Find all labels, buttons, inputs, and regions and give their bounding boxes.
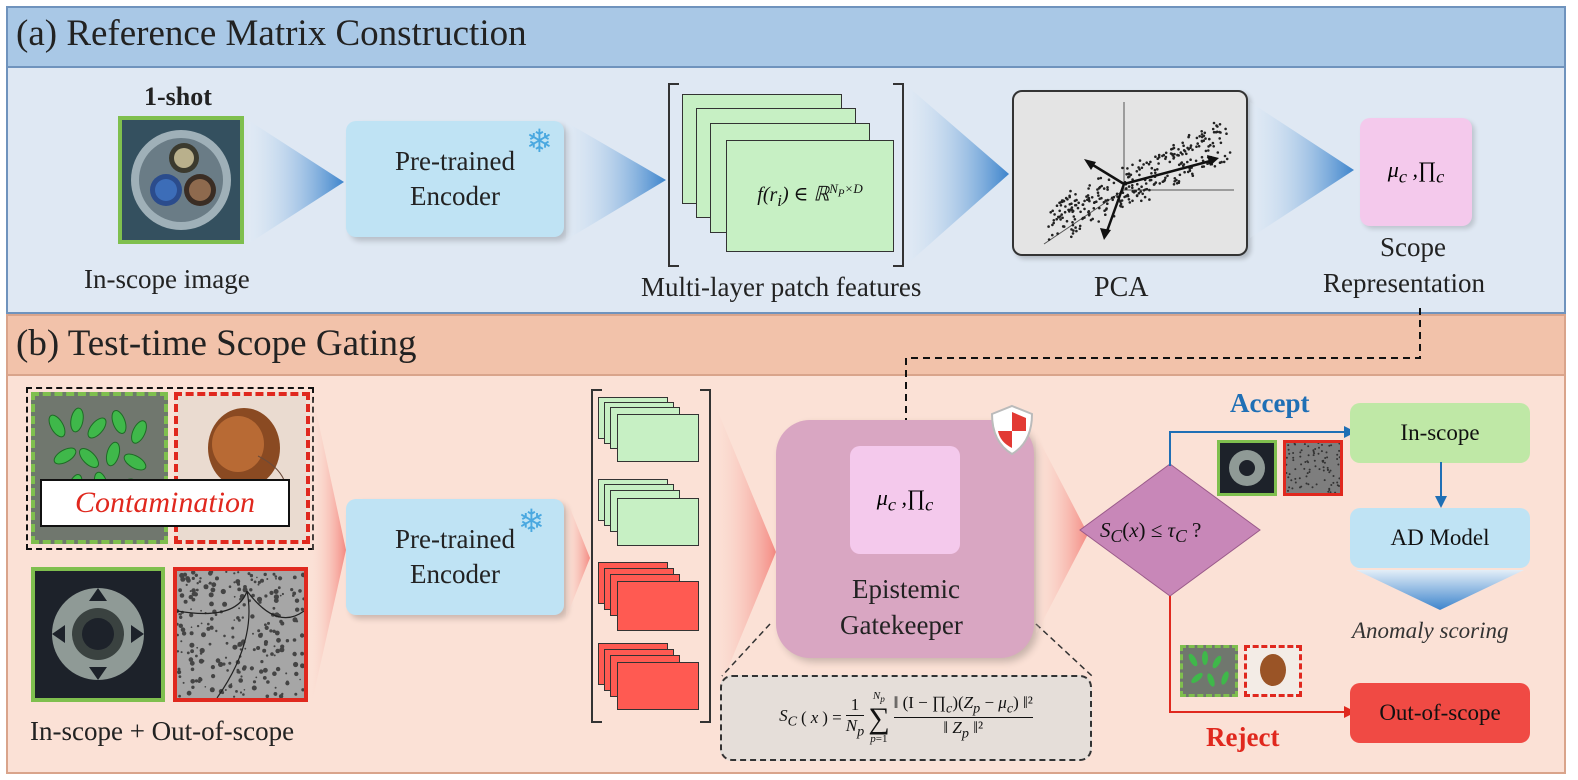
rejected-skin-thumb: [1244, 645, 1302, 697]
snowflake-icon: ❄: [526, 123, 553, 159]
scope-formula: μc ,∏c: [1387, 156, 1445, 187]
panel-b-title: (b) Test-time Scope Gating: [16, 323, 417, 364]
arrow-to-decision: [1036, 434, 1088, 634]
pca-scatter-plot: [1043, 102, 1234, 245]
pretrained-encoder-a: Pre-trained Encoder: [346, 121, 564, 237]
in-scope-box: In-scope: [1350, 403, 1530, 463]
encoder-a-line2: Encoder: [410, 181, 500, 211]
inscope-to-admodel-arrow: [1435, 462, 1447, 508]
panel-a-title: (a) Reference Matrix Construction: [16, 13, 527, 54]
in-scope-metal-nut-image: [31, 567, 165, 702]
feature-map-layer: [617, 414, 699, 462]
scope-label-line1: Scope: [1380, 232, 1446, 262]
arrow-to-pca: [905, 84, 1009, 266]
gatekeeper-scope-box: μc ,∏c: [850, 446, 960, 554]
rejected-pills-thumb: [1180, 645, 1238, 697]
gatekeeper-formula: μc ,∏c: [876, 484, 934, 515]
encoder-a-line1: Pre-trained: [395, 145, 515, 176]
decision-formula: SC(x) ≤ τC ?: [1100, 518, 1202, 547]
anomaly-scoring-label: Anomaly scoring: [1352, 618, 1509, 643]
arrow-to-features-a: [566, 122, 666, 240]
images-label: In-scope + Out-of-scope: [30, 716, 295, 746]
pca-label: PCA: [1094, 272, 1149, 303]
accept-label: Accept: [1230, 388, 1310, 418]
scoring-funnel: [1356, 570, 1524, 610]
snowflake-icon: ❄: [518, 503, 545, 539]
arrow-to-encoder-a: [248, 120, 344, 244]
shield-icon: [990, 404, 1034, 456]
pretrained-encoder-b: Pre-trained Encoder: [346, 499, 564, 615]
arrow-to-features-b: [566, 498, 590, 618]
features-label: Multi-layer patch features: [641, 272, 922, 302]
panel-a-header: [8, 8, 1564, 68]
feature-formula: f(ri) ∈ ℝNP×D: [757, 181, 863, 210]
arrow-to-gatekeeper: [714, 402, 776, 702]
pca-scatter-box: [1012, 90, 1248, 256]
scope-label-line2: Representation: [1323, 268, 1485, 298]
accepted-metal-nut-thumb: [1217, 440, 1277, 496]
out-of-scope-texture-image: [173, 567, 308, 702]
reject-label: Reject: [1206, 722, 1280, 752]
feature-map-front: f(ri) ∈ ℝNP×D: [726, 140, 894, 252]
scope-representation-box: μc ,∏c: [1360, 118, 1472, 226]
in-scope-image-label: In-scope image: [84, 264, 250, 294]
ad-model-box: AD Model: [1350, 508, 1530, 568]
arrow-to-scope: [1250, 102, 1354, 238]
contamination-tag: Contamination: [40, 479, 290, 527]
feature-stack-b-brackets: [591, 389, 711, 723]
panel-b-header: [8, 316, 1564, 376]
encoder-b-line2: Encoder: [410, 559, 500, 589]
out-of-scope-box: Out-of-scope: [1350, 683, 1530, 743]
gatekeeper-label-line2: Gatekeeper: [840, 610, 963, 640]
gatekeeper-label-line1: Epistemic: [852, 574, 960, 604]
accepted-texture-thumb: [1283, 440, 1343, 496]
arrow-to-encoder-b: [312, 392, 346, 702]
formula-zoom-lines: [721, 623, 1093, 677]
in-scope-cable-image: [118, 116, 244, 244]
shot-label: 1-shot: [144, 82, 212, 111]
feature-map-layer-ood: [617, 581, 699, 631]
encoder-b-line1: Pre-trained: [395, 523, 515, 554]
contamination-label: Contamination: [74, 486, 255, 519]
feature-stack-brackets: [668, 83, 904, 267]
feature-map-layer-ood: [617, 662, 699, 710]
feature-map-layer: [617, 498, 699, 546]
